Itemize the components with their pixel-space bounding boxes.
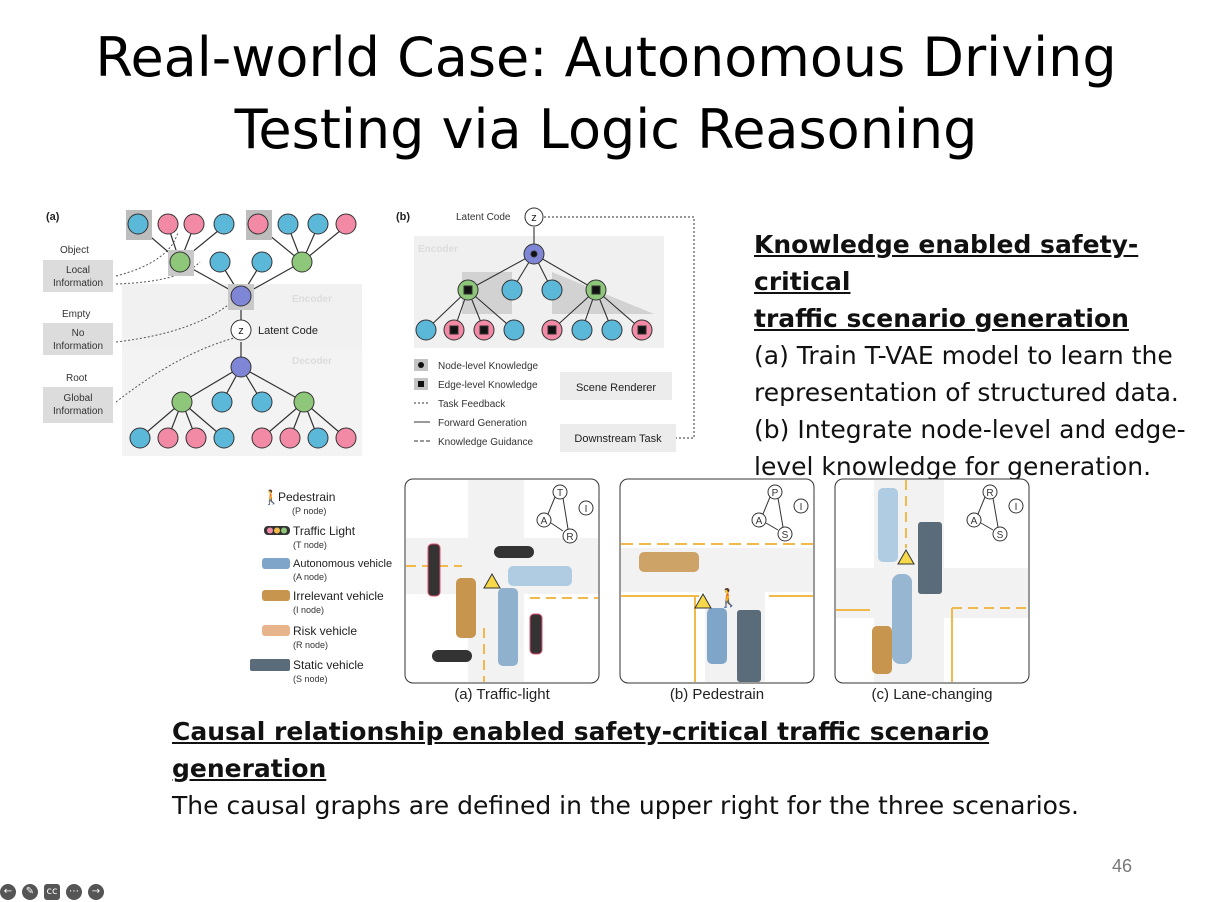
right-body-line3: (b) Integrate node-level and edge- [754,415,1186,444]
irrelevant-vehicle-icon [262,590,290,601]
legend-edge-level: Edge-level Knowledge [438,380,538,391]
title-line-2: Testing via Logic Reasoning [234,98,978,161]
knowledge-heading-line2: traffic scenario generation [754,304,1129,333]
legend-task-feedback: Task Feedback [438,399,506,410]
graph-c-a: A [971,516,978,527]
scenario-lane-changing: R A S I (c) Lane-changing [834,478,1030,703]
latent-code-label-a: Latent Code [258,325,318,337]
autonomous-vehicle-icon [262,558,290,569]
captions-icon[interactable]: cc [44,884,60,900]
no-info-line2: Information [53,341,103,352]
no-info-box [43,323,113,355]
figure-a-tvae: (a) Encoder Decoder Object Local Informa… [43,210,362,456]
title-line-1: Real-world Case: Autonomous Driving [95,26,1117,89]
legend-a-node: (A node) [293,572,327,582]
graph-c-i: I [1015,502,1018,513]
bottom-text-block: Causal relationship enabled safety-criti… [172,713,1132,824]
encoder-label-b: Encoder [418,244,458,255]
legend-irrelevant-vehicle: Irrelevant vehicle [293,589,384,603]
causal-body: The causal graphs are defined in the upp… [172,791,1079,820]
slide-nav-controls: ← ✎ cc ⋯ → [0,884,104,902]
no-info-line1: No [72,328,85,339]
legend-r-node: (R node) [293,640,328,650]
page-number: 46 [1112,856,1133,876]
pedestrian-group-icon: 🚶 [717,587,739,608]
figure-a-label: (a) [46,211,60,223]
graph-a-i: I [585,504,588,515]
caption-traffic-light: (a) Traffic-light [454,686,550,703]
causal-graph-c [966,484,1024,542]
graph-a-t: T [557,488,563,499]
decoder-label: Decoder [292,356,332,367]
local-info-box [43,260,113,292]
prev-icon[interactable]: ← [0,884,16,900]
caption-lane-changing: (c) Lane-changing [872,686,993,703]
right-body-line1: (a) Train T-VAE model to learn the [754,341,1173,370]
legend-i-node: (I node) [293,605,324,615]
encoder-label: Encoder [292,294,332,305]
empty-label: Empty [62,309,90,320]
global-info-line1: Global [64,393,93,404]
graph-b-a: A [756,516,763,527]
causal-graph-a [536,484,594,544]
object-label: Object [60,245,89,256]
graph-a-r: R [566,532,573,543]
root-label: Root [66,373,87,384]
graph-b-i: I [800,502,803,513]
scene-renderer-label: Scene Renderer [576,382,656,394]
legend-forward-generation: Forward Generation [438,418,527,429]
global-info-line2: Information [53,406,103,417]
scenario-legend: Pedestrain (P node) 🚶 Traffic Light (T n… [250,489,392,684]
figure-b-legend: Node-level Knowledge Edge-level Knowledg… [414,359,539,448]
pen-icon[interactable]: ✎ [22,884,38,900]
graph-b-p: P [772,488,779,499]
graph-c-s: S [997,530,1004,541]
scenario-traffic-light: T A R I (a) Traffic-light [404,478,600,703]
more-icon[interactable]: ⋯ [66,884,82,900]
causal-graph-b [751,484,809,542]
legend-autonomous-vehicle: Autonomous vehicle [293,558,392,570]
latent-z-a: z [238,325,244,337]
scenario-pedestrain: 🚶 P A S I (b) Pedestrain [619,478,815,703]
risk-vehicle-icon [262,625,290,636]
scene-renderer-box [560,372,672,400]
downstream-task-label: Downstream Task [574,433,662,445]
figure-b-label: (b) [396,211,410,223]
legend-s-node: (S node) [293,674,328,684]
figure-b-knowledge: (b) Encoder Latent Code z Node-level Kno… [396,207,695,452]
local-info-line1: Local [66,265,90,276]
legend-p-node: (P node) [292,506,326,516]
legend-t-node: (T node) [293,540,327,550]
legend-risk-vehicle: Risk vehicle [293,624,357,638]
knowledge-heading-line1: Knowledge enabled safety-critical [754,230,1139,296]
graph-a-a: A [541,516,548,527]
caption-pedestrain: (b) Pedestrain [670,686,764,703]
latent-code-label-b: Latent Code [456,212,511,223]
downstream-task-box [560,424,676,452]
static-vehicle-icon [250,659,290,671]
encoder-nodes [127,213,357,449]
global-info-box [43,387,113,423]
causal-heading: Causal relationship enabled safety-criti… [172,717,990,783]
legend-static-vehicle: Static vehicle [293,658,364,672]
right-body-line2: representation of structured data. [754,378,1179,407]
right-body-line4: level knowledge for generation. [754,452,1152,481]
graph-b-s: S [782,530,789,541]
slide-title: Real-world Case: Autonomous Driving Test… [0,22,1212,166]
legend-traffic-light: Traffic Light [293,524,356,538]
right-text-block: Knowledge enabled safety-critical traffi… [754,226,1194,485]
pedestrian-icon: 🚶 [263,489,280,506]
next-icon[interactable]: → [88,884,104,900]
local-info-line2: Information [53,278,103,289]
graph-c-r: R [986,488,993,499]
legend-pedestrain: Pedestrain [278,490,335,504]
legend-knowledge-guidance: Knowledge Guidance [438,437,534,448]
legend-node-level: Node-level Knowledge [438,361,539,372]
latent-z-b: z [531,212,537,224]
